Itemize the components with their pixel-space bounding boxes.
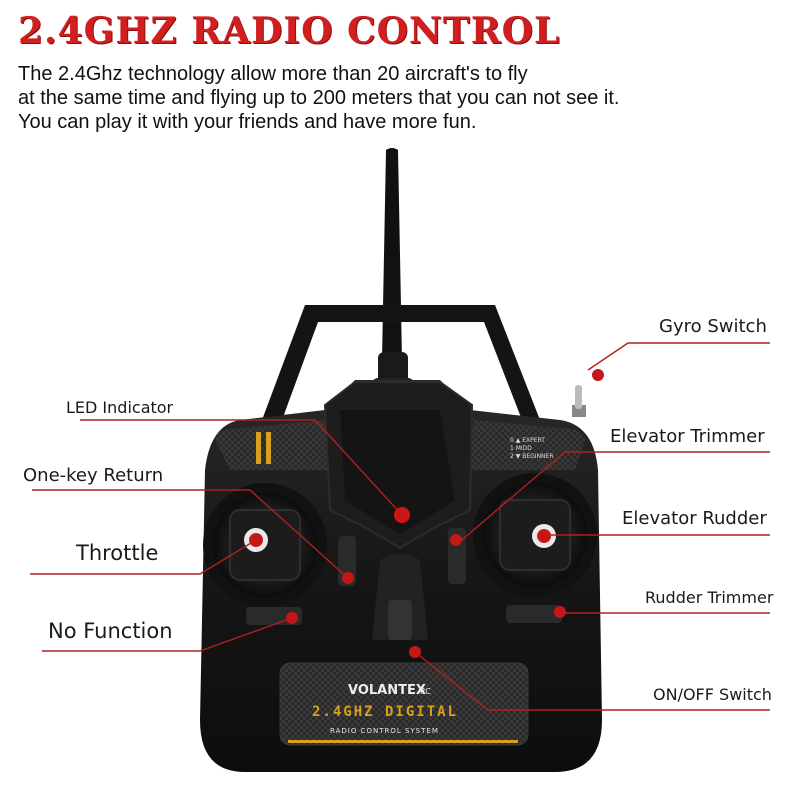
callout-dots <box>250 369 604 658</box>
callout-on-off-switch: ON/OFF Switch <box>653 685 772 704</box>
callout-one-key-return: One-key Return <box>23 465 164 486</box>
leader-no-function <box>42 617 293 652</box>
leader-led-indicator <box>80 419 403 516</box>
leader-one-key-return <box>32 489 351 581</box>
mode-line: 2 ▼ BEGINNER <box>510 453 554 460</box>
callout-no-function: No Function <box>48 619 173 643</box>
rudder-trim-button[interactable] <box>506 605 562 623</box>
mode-line: 1 MIDD <box>510 445 532 452</box>
gold-stripe <box>288 740 518 743</box>
callout-gyro-switch: Gyro Switch <box>659 316 767 337</box>
brand-plate <box>279 662 529 746</box>
callout-lines <box>30 342 770 711</box>
description: The 2.4Ghz technology allow more than 20… <box>18 62 788 134</box>
callout-elevator-trimmer: Elevator Trimmer <box>610 426 765 447</box>
system-label: RADIO CONTROL SYSTEM <box>330 727 439 735</box>
brand-suffix: RC <box>420 687 431 696</box>
description-line: at the same time and flying up to 200 me… <box>18 87 620 109</box>
leader-elevator-trimmer <box>455 451 770 546</box>
callout-throttle: Throttle <box>76 541 159 565</box>
description-line: You can play it with your friends and ha… <box>18 111 477 133</box>
description-line: The 2.4Ghz technology allow more than 20… <box>18 63 528 85</box>
gyro-toggle-switch[interactable] <box>572 385 586 417</box>
callout-led-indicator: LED Indicator <box>66 398 174 417</box>
callout-elevator-rudder: Elevator Rudder <box>622 508 767 529</box>
band-label: 2.4GHZ DIGITAL <box>312 704 458 720</box>
left-stick-gimbal[interactable] <box>203 483 327 607</box>
antenna <box>372 148 414 396</box>
brand-text: VOLANTEX <box>348 683 426 698</box>
leader-on-off-switch <box>414 651 770 711</box>
mode-line: 0 ▲ EXPERT <box>510 437 545 444</box>
leader-throttle <box>30 539 257 575</box>
leader-gyro-switch <box>587 342 770 371</box>
page-title: 2.4GHZ RADIO CONTROL <box>18 10 561 52</box>
callout-rudder-trimmer: Rudder Trimmer <box>645 588 774 607</box>
power-switch[interactable] <box>372 554 428 640</box>
